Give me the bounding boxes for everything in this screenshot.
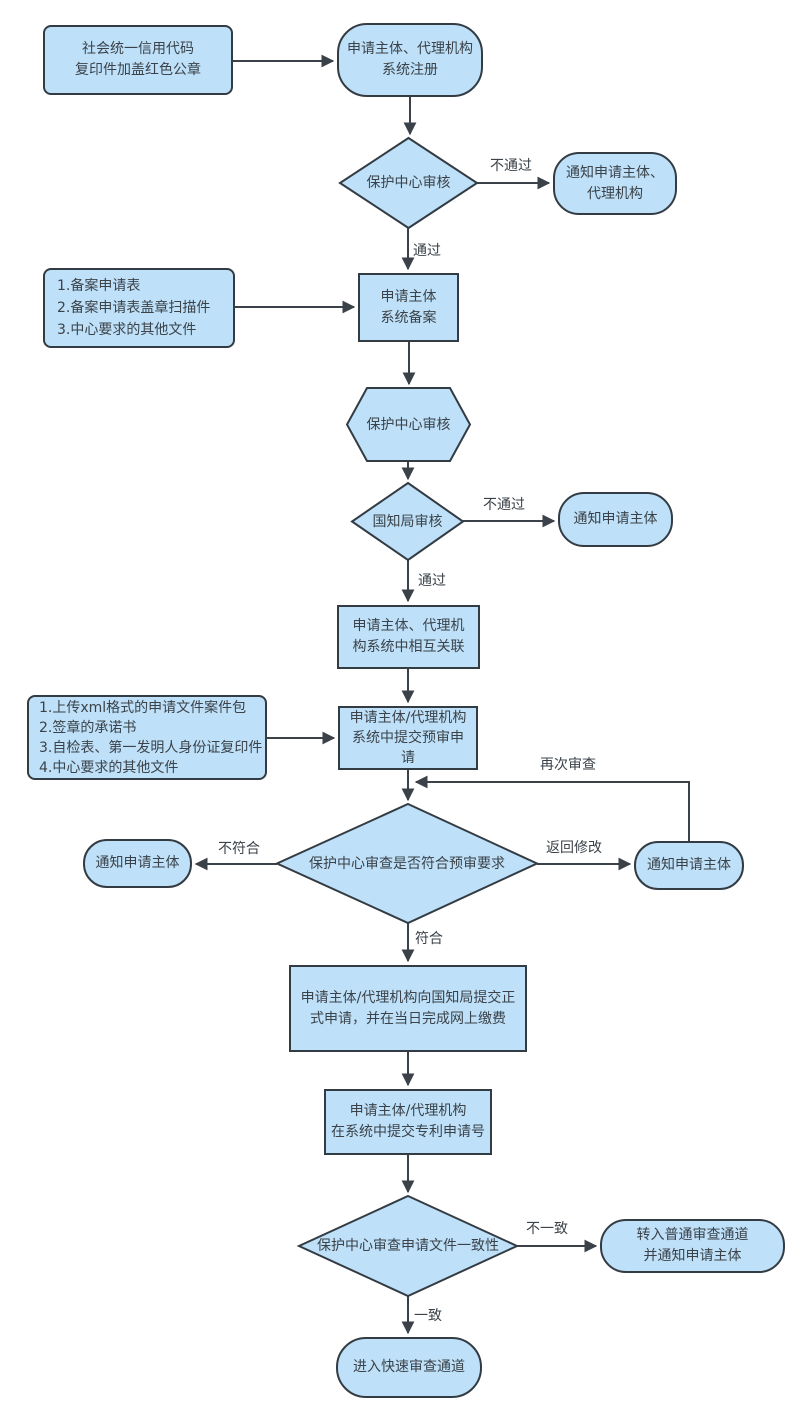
edge-label-match: 符合 <box>415 931 443 947</box>
edge-label-fail-2: 不通过 <box>483 497 525 513</box>
decision-diamond-consistency <box>296 1194 520 1298</box>
node-normal-review-channel: 转入普通审查通道 并通知申请主体 <box>600 1219 785 1273</box>
decision-diamond-preexam <box>274 802 540 925</box>
preparation-label-center-review-2: 保护中心审核 <box>366 416 451 433</box>
node-submit-preexam: 申请主体/代理机构 系统中提交预审申 请 <box>338 706 478 770</box>
decision-label-cnipa-review: 国知局审核 <box>372 513 443 530</box>
decision-diamond-cnipa-review <box>350 481 465 562</box>
node-submit-patent-number: 申请主体/代理机构 在系统中提交专利申请号 <box>324 1089 492 1155</box>
edge-label-pass-2: 通过 <box>418 573 446 589</box>
node-system-filing: 申请主体 系统备案 <box>358 273 459 342</box>
node-formal-submit: 申请主体/代理机构向国知局提交正 式申请，并在当日完成网上缴费 <box>289 965 527 1052</box>
edge-label-pass-1: 通过 <box>413 243 441 259</box>
decision-diamond-center-review-1 <box>338 136 479 230</box>
node-notify-applicant-2: 通知申请主体 <box>83 839 192 888</box>
preparation-hexagon-center-review-2 <box>345 387 472 462</box>
edge-label-inconsistent: 不一致 <box>526 1221 568 1237</box>
node-notify-applicant-1: 通知申请主体 <box>558 492 673 547</box>
node-notify-applicant-agency: 通知申请主体、 代理机构 <box>553 152 677 215</box>
node-notify-applicant-3: 通知申请主体 <box>634 841 744 890</box>
edge-label-consistent: 一致 <box>414 1308 442 1324</box>
node-credit-code-doc: 社会统一信用代码 复印件加盖红色公章 <box>43 25 233 95</box>
node-filing-docs-list: 1.备案申请表 2.备案申请表盖章扫描件 3.中心要求的其他文件 <box>43 268 235 348</box>
edge-label-fail-1: 不通过 <box>490 158 532 174</box>
node-preexam-docs-list: 1.上传xml格式的申请文件案件包 2.签章的承诺书 3.自检表、第一发明人身份… <box>27 695 267 780</box>
node-mutual-link: 申请主体、代理机 构系统中相互关联 <box>337 605 480 669</box>
node-system-register: 申请主体、代理机构 系统注册 <box>337 23 483 97</box>
decision-label-preexam: 保护中心审查是否符合预审要求 <box>309 855 505 872</box>
edge-label-recheck: 再次审查 <box>540 757 596 773</box>
node-fast-review-channel: 进入快速审查通道 <box>336 1337 482 1398</box>
decision-label-center-review-1: 保护中心审核 <box>366 175 451 191</box>
arrow-recheck-loop <box>414 775 690 841</box>
edge-label-return-modify: 返回修改 <box>546 840 602 856</box>
edge-label-no-match: 不符合 <box>218 841 260 857</box>
decision-label-consistency: 保护中心审查申请文件一致性 <box>317 1238 499 1254</box>
